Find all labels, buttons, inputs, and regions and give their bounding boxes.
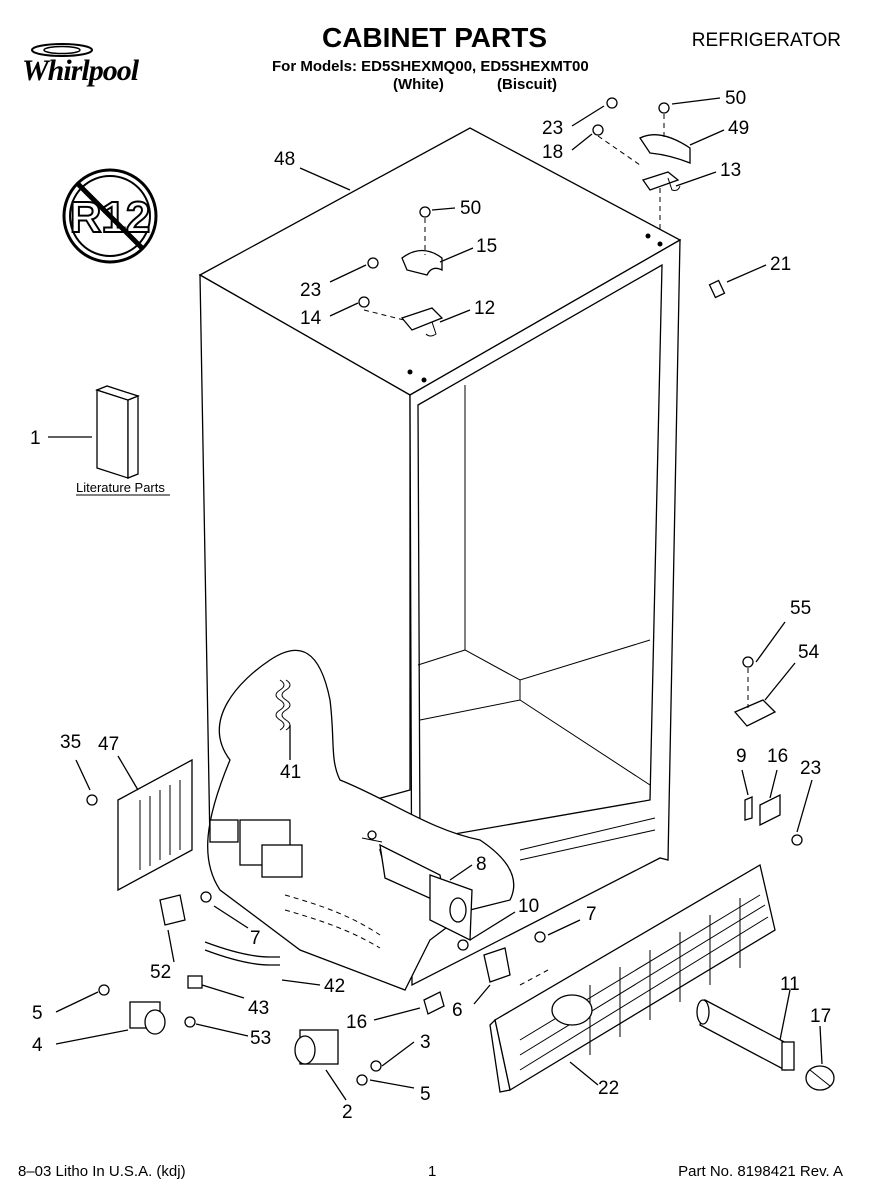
- callout-3: 3: [420, 1032, 431, 1053]
- logo-swirl-icon: [31, 43, 93, 57]
- callout-2: 2: [342, 1102, 353, 1123]
- callout-23-right: 23: [800, 758, 821, 779]
- callout-23-mid: 23: [300, 280, 321, 301]
- callout-17: 17: [810, 1006, 831, 1027]
- small-parts: [86, 97, 803, 1086]
- literature-parts-label: Literature Parts: [76, 480, 165, 495]
- models-line: For Models: ED5SHEXMQ00, ED5SHEXMT00: [272, 58, 589, 75]
- page-title: CABINET PARTS: [321, 22, 548, 53]
- callout-15: 15: [476, 236, 497, 257]
- callout-16-right: 16: [767, 746, 788, 767]
- callout-16-bottom: 16: [346, 1012, 367, 1033]
- callout-5-bottom: 5: [420, 1084, 431, 1105]
- callout-9: 9: [736, 746, 747, 767]
- product-category: REFRIGERATOR: [691, 30, 841, 51]
- callouts: 1 48 50 15 23 14 12 50 49 23 18 13 21 55…: [30, 88, 831, 1123]
- part-8-duct: [361, 830, 473, 942]
- callout-43: 43: [248, 998, 269, 1019]
- whirlpool-logo: Whirlpool: [18, 40, 178, 88]
- cabinet-shell: [198, 127, 682, 987]
- callout-21: 21: [770, 254, 791, 275]
- callout-4: 4: [32, 1035, 43, 1056]
- callout-7-right: 7: [586, 904, 597, 925]
- color-biscuit: (Biscuit): [497, 76, 557, 93]
- brand-name: Whirlpool: [22, 54, 139, 87]
- literature-booklet: [95, 385, 140, 479]
- callout-11: 11: [780, 974, 800, 995]
- callout-50-right: 50: [725, 88, 746, 109]
- callout-41: 41: [280, 762, 301, 783]
- color-white: (White): [393, 76, 444, 93]
- leader-lines: [48, 97, 823, 1101]
- callout-14: 14: [300, 308, 322, 329]
- no-r12-badge: R12: [62, 168, 158, 264]
- print-info: 8–03 Litho In U.S.A. (kdj): [18, 1163, 186, 1180]
- callout-5-left: 5: [32, 1003, 43, 1024]
- callout-52: 52: [150, 962, 171, 983]
- part-47-panel: [117, 758, 193, 892]
- callout-6: 6: [452, 1000, 463, 1021]
- callout-1: 1: [30, 428, 41, 449]
- callout-55: 55: [790, 598, 811, 619]
- part-number: Part No. 8198421 Rev. A: [678, 1163, 843, 1180]
- callout-54: 54: [798, 642, 820, 663]
- callout-22: 22: [598, 1078, 619, 1099]
- part-17-cap: [805, 1065, 835, 1091]
- callout-42: 42: [324, 976, 345, 997]
- callout-49: 49: [728, 118, 749, 139]
- part-11-filter: [696, 999, 795, 1071]
- callout-8: 8: [476, 854, 487, 875]
- callout-23-top: 23: [542, 118, 563, 139]
- callout-47: 47: [98, 734, 119, 755]
- callout-50-mid: 50: [460, 198, 481, 219]
- callout-12: 12: [474, 298, 495, 319]
- callout-18: 18: [542, 142, 563, 163]
- callout-7-left: 7: [250, 928, 261, 949]
- callout-53: 53: [250, 1028, 271, 1049]
- callout-13: 13: [720, 160, 741, 181]
- callout-35: 35: [60, 732, 81, 753]
- part-22-grille: [489, 863, 776, 1093]
- callout-48: 48: [274, 149, 295, 170]
- callout-10: 10: [518, 896, 539, 917]
- page-number: 1: [428, 1163, 437, 1180]
